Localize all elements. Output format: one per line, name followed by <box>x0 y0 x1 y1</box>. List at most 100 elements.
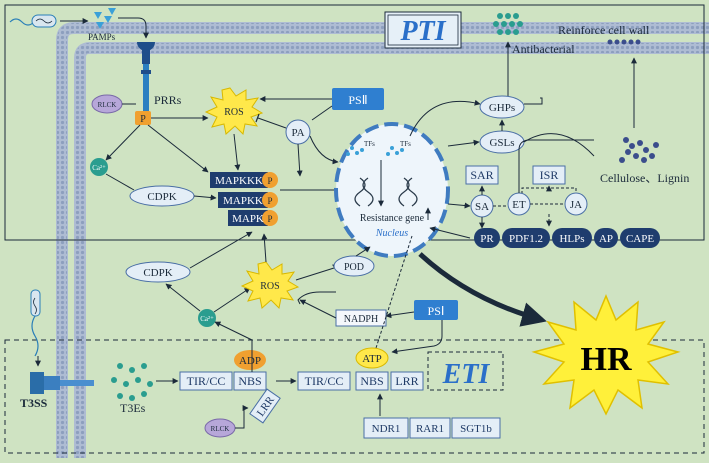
prr-receptor-icon <box>137 42 155 112</box>
svg-text:ISR: ISR <box>540 168 559 182</box>
svg-text:P: P <box>267 196 272 206</box>
pti-region-box <box>4 4 705 241</box>
output-pill-3: AP <box>594 228 618 248</box>
svg-text:ROS: ROS <box>260 281 279 292</box>
t3ss-label: T3SS <box>20 396 48 410</box>
svg-text:LRR: LRR <box>395 374 418 388</box>
ros-burst-bottom <box>240 261 300 310</box>
svg-text:JA: JA <box>570 199 582 211</box>
svg-text:PA: PA <box>291 127 304 139</box>
cofactor-box-2: SGT1b <box>451 417 501 439</box>
nbs-box-2 <box>355 371 389 391</box>
svg-text:NADPH: NADPH <box>344 314 378 325</box>
ros-burst-top <box>204 87 264 136</box>
psii-box <box>332 88 384 110</box>
antibacterial-dots <box>493 13 523 35</box>
svg-text:SA: SA <box>475 201 489 213</box>
pti-title: PTI <box>399 16 446 47</box>
cofactor-box-1: RAR1 <box>409 417 451 439</box>
svg-text:RLCK: RLCK <box>98 101 117 109</box>
ca-node-bottom <box>198 309 216 327</box>
sar-box <box>465 165 499 185</box>
eti-region-box <box>4 339 705 454</box>
pathogen-icon <box>30 289 41 357</box>
svg-text:MAPKK: MAPKK <box>223 195 263 207</box>
svg-text:ET: ET <box>512 199 526 211</box>
svg-text:GSLs: GSLs <box>489 137 514 149</box>
svg-text:ADP: ADP <box>239 355 261 367</box>
atp-node <box>355 347 389 369</box>
lrr-box-1 <box>249 388 281 424</box>
svg-text:P: P <box>267 214 272 224</box>
pti-title-box <box>384 11 462 49</box>
bacterium-icon <box>9 14 57 28</box>
svg-text:MAPKKK: MAPKKK <box>215 175 263 187</box>
svg-text:NBS: NBS <box>360 374 383 388</box>
ja-node <box>564 192 588 216</box>
output-pill-1: PDF1.2 <box>502 228 550 248</box>
nucleus-label: Nucleus <box>375 228 408 239</box>
pamps-label: PAMPs <box>88 32 116 42</box>
svg-text:CDPK: CDPK <box>147 191 176 203</box>
lrr-box-2 <box>390 371 424 391</box>
svg-text:ROS: ROS <box>224 107 243 118</box>
svg-text:TFs: TFs <box>400 140 411 148</box>
tir-cc-box-2 <box>297 371 351 391</box>
cdpk-bottom <box>125 261 191 283</box>
cell-membrane <box>56 22 709 458</box>
output-pill-label: PR <box>480 233 494 245</box>
svg-text:GHPs: GHPs <box>489 102 515 114</box>
output-pill-0: PR <box>474 228 500 248</box>
cell-wall-dots <box>607 39 641 45</box>
hr-label: HR <box>581 341 632 378</box>
svg-text:P: P <box>140 114 146 125</box>
output-pill-label: AP <box>599 233 613 245</box>
svg-text:TFs: TFs <box>364 140 375 148</box>
mapk-cascade: MAPKKK P MAPKK P MAPK P <box>210 172 278 226</box>
prrs-label: PRRs <box>154 93 182 107</box>
cell-wall-label: Reinforce cell wall <box>558 23 650 37</box>
svg-text:MAPK: MAPK <box>232 213 264 225</box>
cellulose-lignin-label: Cellulose、Lignin <box>600 171 689 185</box>
cofactor-box-0: NDR1 <box>363 417 409 439</box>
cofactor-label: SGT1b <box>460 423 492 435</box>
cellulose-dots <box>619 137 659 163</box>
nucleus: TFs TFs Resistance gene Nucleus <box>334 122 450 258</box>
cofactor-label: RAR1 <box>416 423 444 435</box>
output-pill-2: HLPs <box>552 228 592 248</box>
svg-text:TIR/CC: TIR/CC <box>305 374 344 388</box>
pamps-icon <box>94 8 116 29</box>
t3ss-icon <box>30 372 94 394</box>
svg-text:RLCK: RLCK <box>211 425 230 433</box>
t3es-dots <box>111 363 153 401</box>
svg-text:TIR/CC: TIR/CC <box>187 374 226 388</box>
output-pill-label: CAPE <box>626 233 654 245</box>
ca-node-top <box>90 158 108 176</box>
output-pill-label: PDF1.2 <box>509 233 543 245</box>
svg-text:POD: POD <box>344 262 364 273</box>
tir-cc-box-1 <box>179 371 233 391</box>
svg-text:P: P <box>267 176 272 186</box>
eti-title-box <box>427 351 504 391</box>
antibacterial-label: Antibacterial <box>512 42 575 56</box>
output-pill-4: CAPE <box>620 228 660 248</box>
t3es-label: T3Es <box>120 401 146 415</box>
output-pills: PR PDF1.2 HLPs AP CAPE <box>474 228 660 248</box>
pod-node <box>333 255 375 277</box>
svg-text:CDPK: CDPK <box>143 267 172 279</box>
svg-text:ATP: ATP <box>362 353 382 365</box>
adp-node <box>234 350 266 370</box>
cofactor-label: NDR1 <box>372 423 401 435</box>
svg-text:PSⅠ: PSⅠ <box>428 304 445 318</box>
eti-title: ETI <box>442 359 491 390</box>
svg-text:PSⅡ: PSⅡ <box>348 93 367 107</box>
psi-box <box>414 300 458 320</box>
svg-text:SAR: SAR <box>470 168 493 182</box>
svg-text:Ca²⁺: Ca²⁺ <box>92 164 106 172</box>
hr-burst <box>531 294 681 416</box>
svg-text:NBS: NBS <box>238 374 261 388</box>
cofactor-boxes: NDR1 RAR1 SGT1b <box>363 417 501 439</box>
isr-box <box>532 165 566 185</box>
resistance-gene-label: Resistance gene <box>360 213 425 224</box>
